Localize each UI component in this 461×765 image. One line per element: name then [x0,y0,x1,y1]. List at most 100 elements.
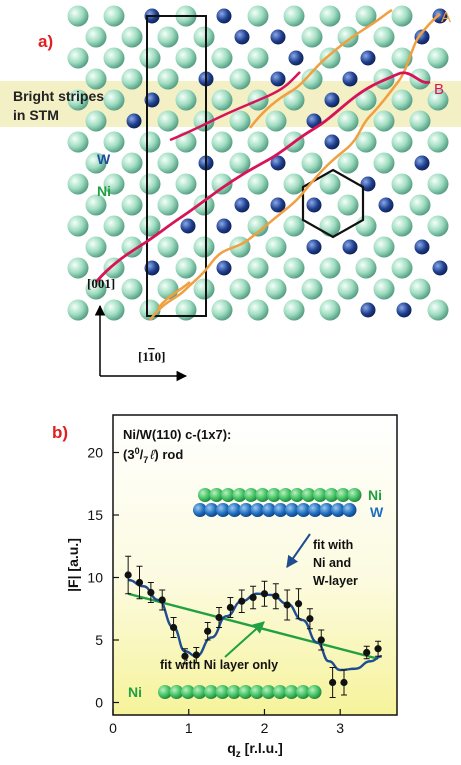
ni-atom [283,89,305,111]
ni-atom [211,131,233,153]
ni-atom [211,89,233,111]
ni-atom [85,68,107,90]
atom-lattice [67,5,449,321]
bottom-ni-label: Ni [128,684,142,700]
ni-atom [427,299,449,321]
title-2-sub: 7 [143,455,148,465]
ni-layer-ball [221,488,235,502]
ni-layer-ball [301,488,316,502]
ni-atom [121,194,143,216]
ni-atom [337,152,359,174]
ni-layer-ball [284,685,299,699]
title-2-post: ) rod [154,447,183,462]
data-point [181,652,189,660]
ni-atom [319,257,341,279]
ni-layer-ball [204,685,218,699]
ni-atom [247,299,269,321]
data-point [294,600,303,608]
ni-atom [337,26,359,48]
ni-layer-ball [198,488,212,502]
legend-w-label: W [370,504,384,520]
ni-atom [85,278,107,300]
x-tick-label: 3 [336,720,344,736]
stripe-label-line-2: in STM [13,107,59,123]
ni-layer-ball [324,488,339,502]
ni-atom [211,47,233,69]
ni-atom [229,278,251,300]
ni-atom [355,131,377,153]
ni-atom [157,68,179,90]
ni-atom [265,110,287,132]
ni-atom [247,257,269,279]
axis-label-1m10: [110] [138,349,165,364]
w-atom [306,197,322,213]
w-atom [414,29,430,45]
w-atom [306,239,322,255]
ni-atom [157,152,179,174]
axis-label-1m10-pre: [1 [138,349,148,364]
ni-layer-ball [273,685,287,699]
annotation-fit-line-2: Ni and [313,556,351,570]
stripe-line-a-upper [249,8,393,129]
y-tick-label: 20 [87,445,103,461]
data-point [272,592,280,600]
y-tick-label: 5 [95,632,103,648]
ni-atom [391,131,413,153]
w-layer-ball [319,503,334,517]
ni-layer-ball [232,488,247,502]
ni-atom [121,26,143,48]
ni-layer-ball [244,488,258,502]
ni-layer-ball [261,685,276,699]
w-atom [378,197,394,213]
ni-atom [103,173,125,195]
w-layer-ball [342,503,357,517]
w-atom [234,29,250,45]
w-atom [144,260,160,276]
ni-atom [427,215,449,237]
axis-label-001: [001] [87,276,115,291]
ni-atom [85,194,107,216]
ni-atom [355,89,377,111]
ni-atom [409,278,431,300]
plot-frame [112,414,398,716]
ni-atom [175,89,197,111]
ni-atom [157,194,179,216]
w-atom [360,302,376,318]
ni-atom [121,68,143,90]
ni-atom [373,278,395,300]
ni-atom [247,173,269,195]
stripe-line-a-lower [157,281,191,309]
ni-atom [391,89,413,111]
ni-atom [67,173,89,195]
ni-atom [67,215,89,237]
w-atom [144,92,160,108]
stripe-line-b-upper [169,71,301,142]
ni-atom [283,299,305,321]
w-atom [234,197,250,213]
ni-atom [229,152,251,174]
data-point [169,623,178,632]
ni-atom [67,257,89,279]
ni-atom [175,299,197,321]
w-layer-ball [308,503,322,517]
w-atom [216,218,232,234]
ni-atom [103,47,125,69]
w-atom [324,134,340,150]
ni-atom [427,47,449,69]
ni-atom [283,5,305,27]
ni-layer-ball [238,685,253,699]
data-point [135,578,144,587]
panel-a-label: a) [38,32,53,51]
axis-label-1m10-bar: 1 [148,349,155,364]
w-layer-ball [296,503,311,517]
ni-atom [157,26,179,48]
ni-atom [229,68,251,90]
ni-legend-label: Ni [97,183,111,199]
x-axis-label: qz [r.l.u.] [227,740,283,760]
data-point [306,615,314,623]
w-layer-ball [262,503,276,517]
annotation-fit-line-1: fit with [313,538,353,552]
ni-layer-ball [296,685,310,699]
